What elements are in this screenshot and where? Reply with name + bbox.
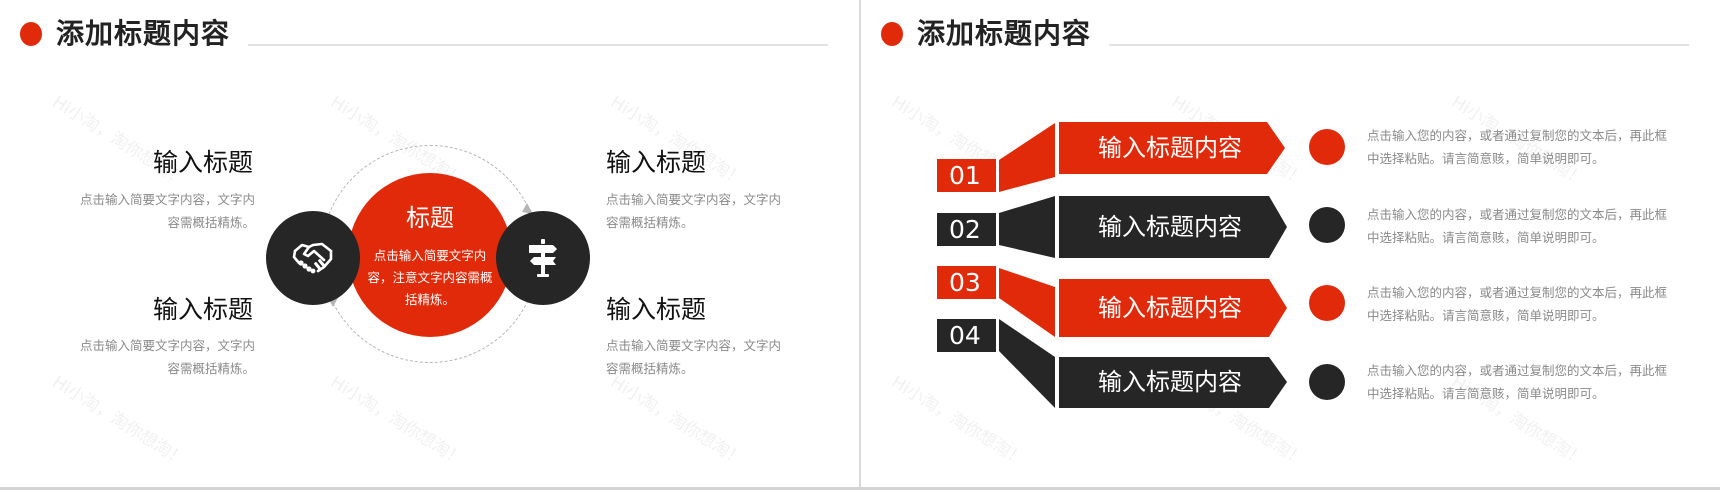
step-label-04: 输入标题内容	[1098, 368, 1242, 396]
step-number-04: 04	[937, 319, 996, 352]
icon-circle-right	[496, 211, 590, 305]
arrowhead-icon	[522, 203, 533, 214]
page-title: 添加标题内容	[917, 17, 1092, 50]
step-bar-04[interactable]	[1059, 357, 1287, 408]
page-title: 添加标题内容	[56, 17, 231, 50]
step-desc-04: 点击输入您的内容，或者通过复制您的文本后，再此框中选择粘贴。请言简意赅，简单说明…	[1367, 363, 1668, 401]
item-desc-bottom-left: 点击输入简要文字内容，文字内容需概括精炼。	[80, 338, 256, 376]
header-rule	[248, 44, 828, 46]
handshake-icon	[292, 242, 333, 274]
item-title-bottom-left: 输入标题	[152, 295, 253, 324]
step-label-01: 输入标题内容	[1098, 134, 1242, 162]
center-desc: 点击输入简要文字内容，注意文字内容需概括精炼。	[367, 248, 493, 307]
slide-right: Hi小淘，淘你想淘！ Hi小淘，淘你想淘！ Hi小淘，淘你想淘！ Hi小淘，淘你…	[861, 0, 1720, 488]
step-bar-02[interactable]	[1059, 196, 1287, 258]
connector-shape-02	[999, 196, 1055, 258]
step-label-02: 输入标题内容	[1098, 213, 1242, 241]
step-desc-01: 点击输入您的内容，或者通过复制您的文本后，再此框中选择粘贴。请言简意赅，简单说明…	[1367, 128, 1668, 166]
item-title-top-right: 输入标题	[606, 148, 707, 177]
bottom-border	[0, 487, 1720, 490]
bullet-dot-01	[1309, 129, 1345, 165]
slide-left: Hi小淘，淘你想淘！ Hi小淘，淘你想淘！ Hi小淘，淘你想淘！ Hi小淘，淘你…	[0, 0, 859, 488]
slide-divider	[859, 0, 861, 490]
connector-shape-04	[999, 319, 1055, 408]
center-circle: 标题 点击输入简要文字内容，注意文字内容需概括精炼。	[348, 173, 512, 337]
step-label-03: 输入标题内容	[1098, 294, 1242, 322]
step-desc-02: 点击输入您的内容，或者通过复制您的文本后，再此框中选择粘贴。请言简意赅，简单说明…	[1367, 207, 1668, 245]
icon-circle-left	[266, 211, 360, 305]
step-number-02: 02	[937, 213, 996, 246]
item-desc-top-right: 点击输入简要文字内容，文字内容需概括精炼。	[606, 192, 782, 230]
header-rule	[1109, 44, 1689, 46]
item-title-bottom-right: 输入标题	[606, 295, 707, 324]
item-desc-top-left: 点击输入简要文字内容，文字内容需概括精炼。	[80, 192, 256, 230]
bullet-dot-03	[1309, 285, 1345, 321]
step-number-01: 01	[937, 159, 996, 192]
item-desc-bottom-right: 点击输入简要文字内容，文字内容需概括精炼。	[606, 338, 782, 376]
item-title-top-left: 输入标题	[152, 148, 253, 177]
step-bar-03[interactable]	[1059, 279, 1287, 337]
step-number-03: 03	[937, 266, 996, 299]
header-bullet-dot	[20, 22, 42, 46]
header-bullet-dot	[881, 22, 903, 46]
center-title: 标题	[406, 204, 454, 232]
connector-shape-01	[999, 123, 1055, 192]
step-shapes	[999, 122, 1287, 408]
step-bar-01[interactable]	[1059, 122, 1285, 174]
signpost-icon	[529, 239, 557, 277]
bullet-dot-04	[1309, 364, 1345, 400]
bullet-dot-02	[1309, 207, 1345, 243]
connector-shape-03	[999, 268, 1055, 337]
step-desc-03: 点击输入您的内容，或者通过复制您的文本后，再此框中选择粘贴。请言简意赅，简单说明…	[1367, 285, 1668, 323]
